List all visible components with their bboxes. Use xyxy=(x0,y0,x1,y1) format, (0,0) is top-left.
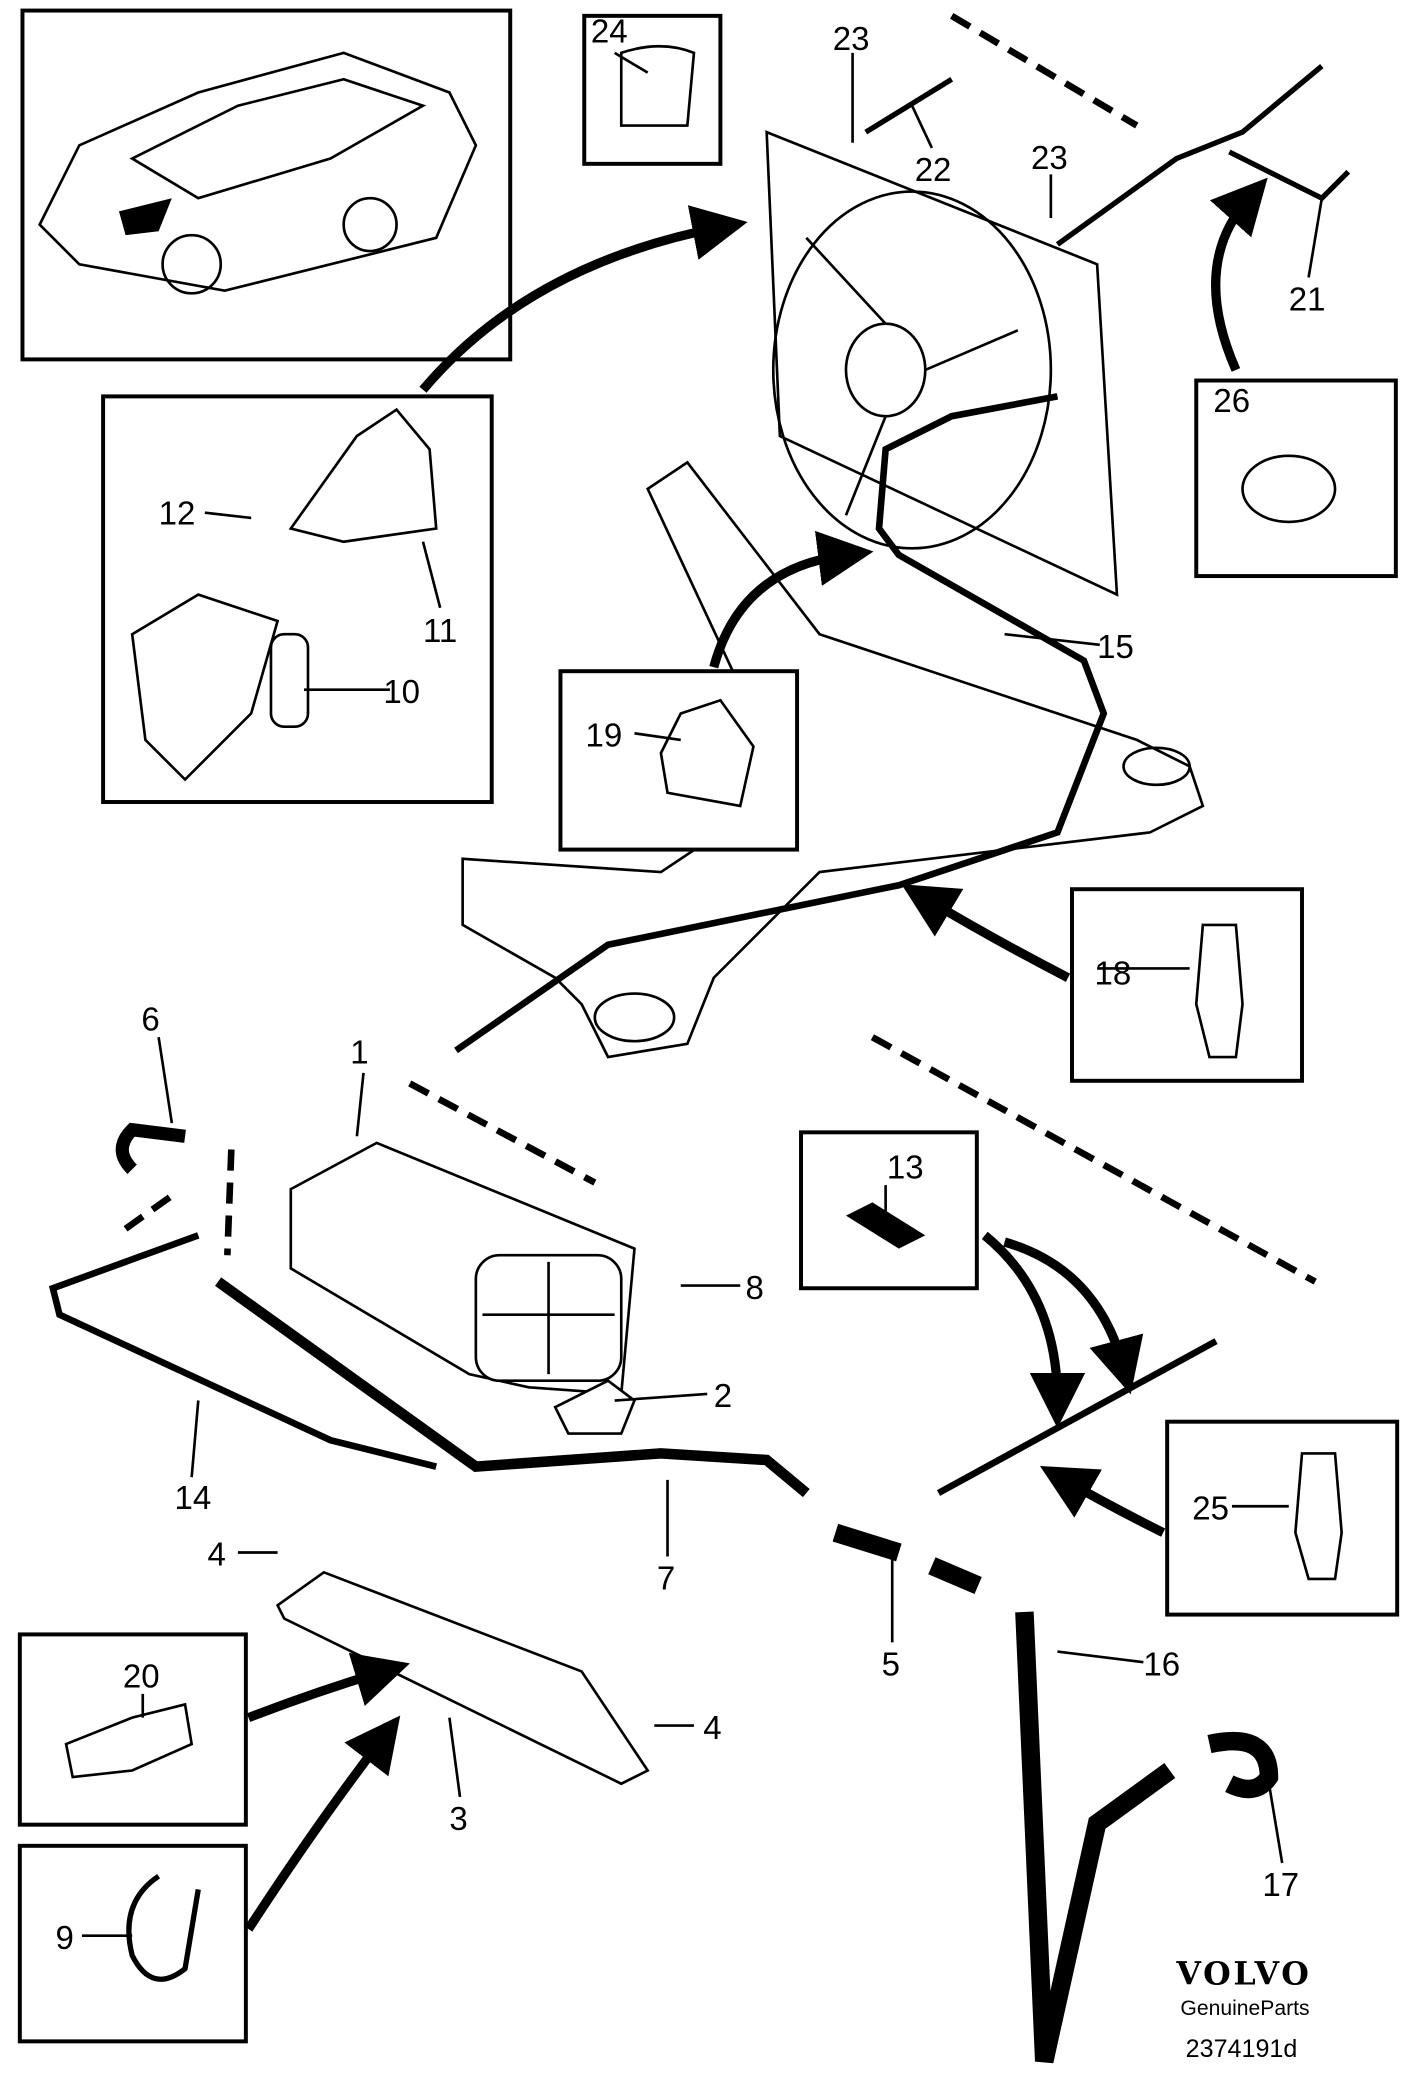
subframe xyxy=(461,460,1205,1059)
callout-14: 14 xyxy=(174,1479,211,1516)
callout-25: 25 xyxy=(1192,1489,1229,1526)
elbow-hose-17 xyxy=(1207,1731,1279,1799)
canister-1 xyxy=(289,1141,636,1396)
boundary-line-left xyxy=(123,1149,235,1256)
callout-10: 10 xyxy=(383,673,420,710)
callout-13: 13 xyxy=(887,1149,924,1186)
callout-24: 24 xyxy=(591,12,628,49)
callout-7: 7 xyxy=(657,1559,675,1596)
callout-11: 11 xyxy=(423,612,457,649)
boundary-line-mid xyxy=(408,1034,1317,1285)
elbow-hose-6 xyxy=(115,1122,186,1174)
callout-22: 22 xyxy=(915,151,952,188)
clip-19-inset xyxy=(558,669,800,852)
pipe-15 xyxy=(454,393,1108,1054)
volvo-logo: VOLVO xyxy=(1175,1956,1311,1993)
callout-labels: 1 2 3 4 4 5 6 7 8 9 10 11 12 13 14 15 16… xyxy=(56,12,1326,1956)
clip-18-inset xyxy=(1070,887,1304,1083)
callout-9: 9 xyxy=(56,1919,74,1956)
clip-20-inset xyxy=(17,1632,248,1827)
clip-25-inset xyxy=(1165,1419,1400,1617)
callout-8: 8 xyxy=(746,1269,764,1306)
drawing-number: 2374191d xyxy=(1186,2035,1298,2063)
boundary-line-top xyxy=(950,13,1139,129)
callout-15: 15 xyxy=(1097,628,1134,665)
callout-3: 3 xyxy=(449,1800,467,1837)
callout-4b: 4 xyxy=(703,1709,721,1746)
clip-26-inset xyxy=(1194,378,1398,579)
radiator-fan-assembly xyxy=(765,130,1119,597)
volvo-branding: VOLVO GenuineParts 2374191d xyxy=(1175,1956,1311,2064)
bracket-2 xyxy=(553,1379,637,1435)
bracket-3 xyxy=(275,1570,650,1786)
callout-2: 2 xyxy=(714,1377,732,1414)
callout-19: 19 xyxy=(586,717,623,754)
pad-13-inset xyxy=(799,1130,979,1291)
clip-24-inset xyxy=(582,13,723,166)
hose-5 xyxy=(832,1523,982,1595)
hose-7 xyxy=(215,1277,810,1498)
pipe-14 xyxy=(48,1232,438,1470)
callout-12: 12 xyxy=(159,495,196,532)
leader-lines xyxy=(81,51,1324,1937)
callout-18: 18 xyxy=(1094,954,1131,991)
callout-5: 5 xyxy=(882,1645,900,1682)
callout-26: 26 xyxy=(1213,382,1250,419)
reference-arrows xyxy=(244,177,1268,1932)
callout-23b: 23 xyxy=(1031,139,1068,176)
callout-23a: 23 xyxy=(833,20,870,57)
cable-tie-9-inset xyxy=(17,1843,248,2044)
callout-16: 16 xyxy=(1143,1645,1180,1682)
valve-bracket-inset xyxy=(101,394,494,804)
callout-4a: 4 xyxy=(208,1536,226,1573)
callout-20: 20 xyxy=(123,1657,160,1694)
hose-16 xyxy=(1015,1611,1176,2064)
vehicle-overview-inset xyxy=(20,8,513,362)
callout-1: 1 xyxy=(350,1034,368,1071)
callout-21: 21 xyxy=(1289,281,1326,318)
callout-6: 6 xyxy=(141,1001,159,1038)
callout-17: 17 xyxy=(1262,1866,1299,1903)
genuine-parts-tagline: GenuineParts xyxy=(1180,1997,1309,2020)
